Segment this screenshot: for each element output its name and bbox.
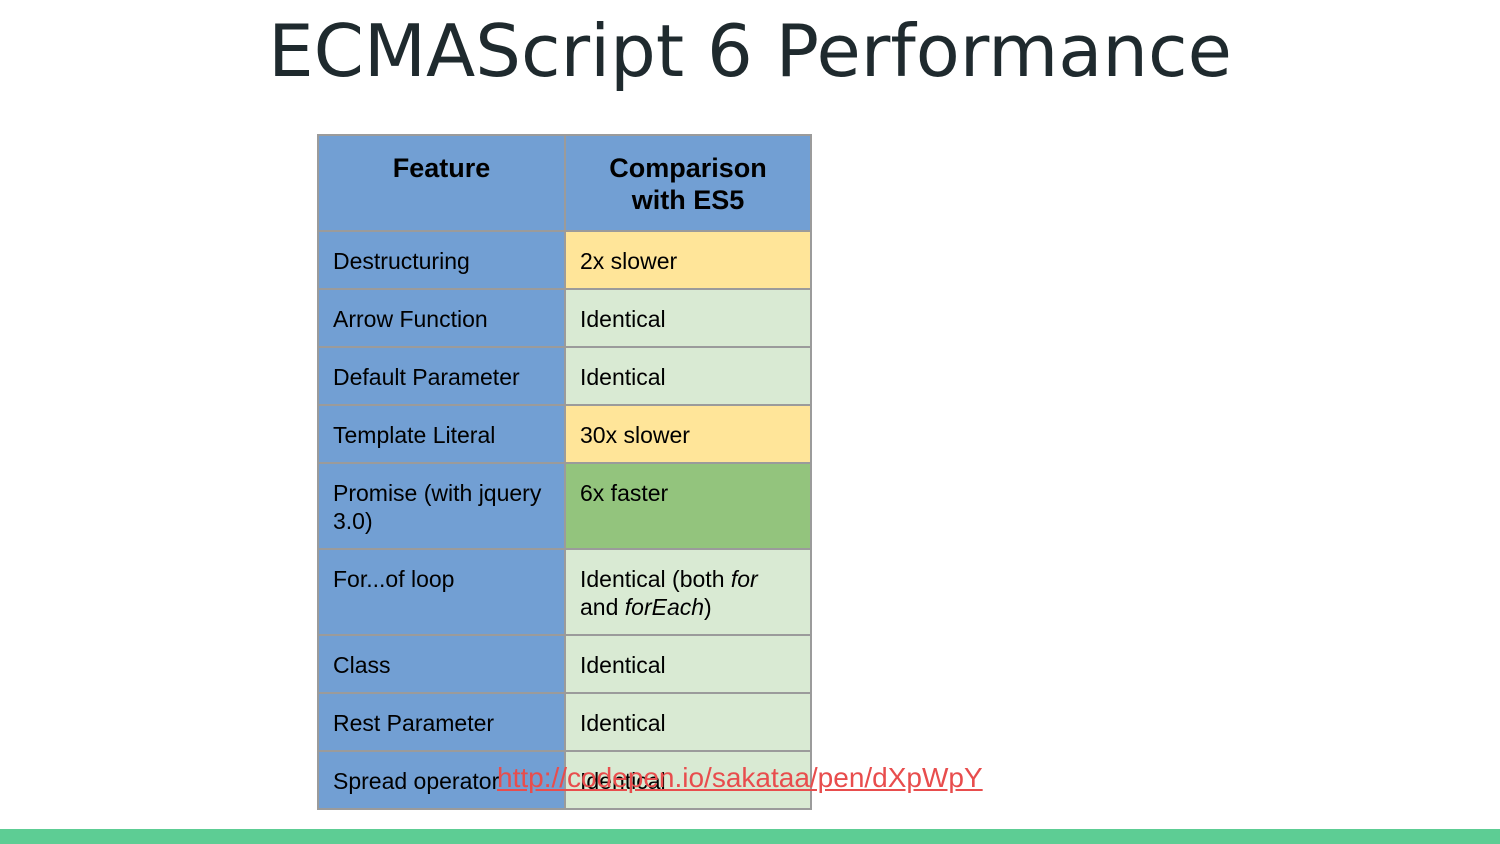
- table-row: Template Literal 30x slower: [317, 404, 812, 464]
- table-row: For...of loop Identical (both for and fo…: [317, 548, 812, 636]
- table-row: Spread operator Identical: [317, 750, 812, 810]
- comparison-cell: Identical: [564, 346, 812, 406]
- header-comparison: Comparison with ES5: [564, 134, 812, 232]
- feature-cell: Class: [317, 634, 566, 694]
- performance-table: Feature Comparison with ES5 Destructurin…: [317, 134, 812, 810]
- comparison-code-foreach: forEach: [624, 594, 705, 620]
- feature-cell: Default Parameter: [317, 346, 566, 406]
- accent-bar: [0, 829, 1500, 844]
- comparison-code-for: for: [730, 566, 758, 592]
- feature-cell: For...of loop: [317, 548, 566, 636]
- comparison-text: ): [704, 594, 712, 620]
- header-feature: Feature: [317, 134, 566, 232]
- comparison-cell: 6x faster: [564, 462, 812, 550]
- feature-cell: Template Literal: [317, 404, 566, 464]
- comparison-cell: 2x slower: [564, 230, 812, 290]
- comparison-cell: Identical: [564, 288, 812, 348]
- feature-cell: Destructuring: [317, 230, 566, 290]
- table-row: Promise (with jquery 3.0) 6x faster: [317, 462, 812, 550]
- comparison-text: Identical (both: [580, 566, 731, 592]
- codepen-link[interactable]: http://codepen.io/sakataa/pen/dXpWpY: [497, 762, 983, 793]
- feature-cell: Promise (with jquery 3.0): [317, 462, 566, 550]
- table-row: Arrow Function Identical: [317, 288, 812, 348]
- feature-cell: Spread operator: [317, 750, 566, 810]
- table-header-row: Feature Comparison with ES5: [317, 134, 812, 232]
- table-row: Default Parameter Identical: [317, 346, 812, 406]
- comparison-cell: Identical: [564, 634, 812, 694]
- table-row: Destructuring 2x slower: [317, 230, 812, 290]
- comparison-cell: Identical: [564, 692, 812, 752]
- slide-title: ECMAScript 6 Performance: [268, 9, 1232, 93]
- table-row: Class Identical: [317, 634, 812, 694]
- feature-cell: Rest Parameter: [317, 692, 566, 752]
- feature-cell: Arrow Function: [317, 288, 566, 348]
- table-row: Rest Parameter Identical: [317, 692, 812, 752]
- comparison-cell: 30x slower: [564, 404, 812, 464]
- comparison-text: and: [580, 594, 625, 620]
- comparison-cell: Identical (both for and forEach): [564, 548, 812, 636]
- comparison-cell: Identical: [564, 750, 812, 810]
